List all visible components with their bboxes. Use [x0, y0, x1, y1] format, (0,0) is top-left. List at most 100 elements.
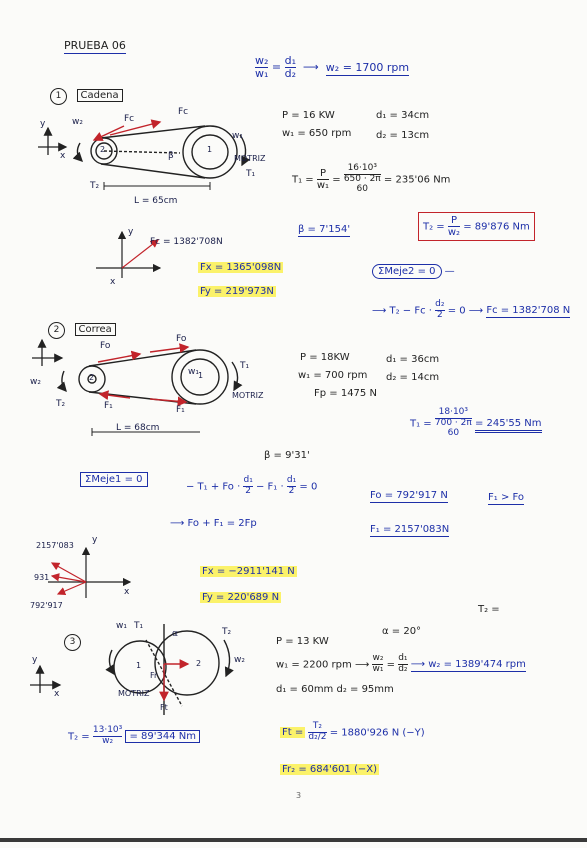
s2-w2-label: w₂ — [30, 377, 41, 387]
s2-moment-box: ΣMeje1 = 0 — [80, 472, 148, 487]
s3-w2-result: ⟶ w₂ = 1389'474 rpm — [410, 659, 526, 673]
w2-result: w₂ = 1700 rpm — [325, 60, 410, 76]
s3-t1: T₁ — [134, 621, 144, 631]
s2-fy: Fy = 220'689 N — [200, 592, 282, 603]
s2-d2: d₂ = 14cm — [386, 372, 440, 383]
s2-beta: β = 9'31' — [264, 450, 310, 461]
s1-d2: d₂ = 13cm — [376, 130, 430, 141]
s2-t1: T₁ — [240, 361, 250, 371]
s1-motriz: MOTRIZ — [234, 154, 266, 163]
chain-force-arrows — [92, 119, 162, 141]
s2-axes — [32, 338, 64, 366]
s2-vec-y: y — [92, 535, 98, 545]
gear-diagram — [105, 624, 234, 715]
s1-vec-x: x — [110, 277, 116, 287]
page-mark: 3 — [296, 791, 302, 800]
s3-diameters: d₁ = 60mm d₂ = 95mm — [276, 684, 394, 695]
s1-moment-box: ΣMeje2 = 0 — — [372, 264, 455, 279]
s1-axis-x: x — [60, 151, 66, 161]
s1-fc-result: Fc = 1382'708 N — [486, 305, 571, 319]
s2-f1-result: F₁ = 2157'083N — [370, 524, 450, 537]
s1-fy: Fy = 219'973N — [198, 286, 276, 297]
s1-w1: w₁ = 650 rpm — [282, 128, 352, 139]
s1-t2: T₂ — [90, 181, 100, 191]
page-title: PRUEBA 06 — [64, 39, 126, 54]
s3-alpha-mark: α — [172, 629, 178, 639]
s3-gear-2: 2 — [196, 659, 202, 668]
s1-pulley-2: 2 — [100, 145, 106, 154]
s3-motriz: MOTRIZ — [118, 689, 150, 698]
s3-axes — [30, 664, 62, 693]
s3-t2: T₂ — [222, 627, 232, 637]
bottom-border — [0, 838, 587, 842]
s2-f0-left: Fo — [100, 341, 111, 351]
s2-vec-v1: 2157'083 — [36, 541, 74, 550]
s1-t1: T₁ — [246, 169, 256, 179]
belt-force-arrows — [97, 343, 190, 407]
section-3-heading: 3 — [64, 634, 81, 651]
s3-ft: Ft — [160, 703, 168, 712]
s3-axis-y: y — [32, 655, 38, 665]
s1-w1-label: w₁ — [232, 131, 243, 141]
s2-f0-top: Fo — [176, 334, 187, 344]
s1-power: P = 16 KW — [282, 110, 335, 121]
s1-fc-left: Fc — [124, 114, 135, 124]
gear-force-arrows — [159, 659, 190, 702]
section-2-heading: 2 Correa — [48, 322, 116, 339]
s3-w1: w₁ — [116, 621, 127, 631]
s1-fx: Fx = 1365'098N — [198, 262, 284, 273]
s3-fr-result: Fr₂ = 684'601 (−X) — [280, 764, 380, 775]
s2-pulley-2: 2 — [89, 373, 95, 382]
section-1-heading: 1 Cadena — [50, 88, 123, 105]
s2-length-label: L = 68cm — [116, 423, 160, 433]
section-1-label: Cadena — [76, 89, 123, 102]
s1-beta: β = 7'154' — [298, 224, 351, 237]
s2-f1-left: F₁ — [104, 401, 113, 411]
s2-motriz: MOTRIZ — [232, 391, 264, 400]
s2-power: P = 18KW — [300, 352, 350, 363]
s1-beta-mark: β — [168, 151, 174, 161]
s2-fo-result: Fo = 792'917 N — [370, 490, 448, 503]
s2-d1: d₁ = 36cm — [386, 354, 440, 365]
belt-length-dim — [91, 428, 200, 436]
s1-fc-vector-label: Fc = 1382'708N — [150, 237, 223, 247]
s1-axis-y: y — [40, 119, 46, 129]
s1-vec-y: y — [128, 227, 134, 237]
s2-vec-x: x — [124, 587, 130, 597]
s2-vec-v2: 931 — [34, 573, 50, 582]
s2-f1-gt-fo: F₁ > Fo — [488, 492, 525, 505]
s2-t2: T₂ — [56, 399, 66, 409]
s1-force-vector — [96, 230, 162, 278]
s2-fp: Fp = 1475 N — [314, 388, 377, 399]
s2-fx: Fx = −2911'141 N — [200, 566, 297, 577]
s3-t2-label: T₂ = — [478, 604, 500, 615]
s2-w1: w₁ = 700 rpm — [298, 370, 368, 381]
s1-w2-label: w₂ — [72, 117, 83, 127]
section-2-label: Correa — [74, 323, 116, 336]
s3-w2: w₂ — [234, 655, 245, 665]
s2-sum-equation: ⟶ Fo + F₁ = 2Fp — [170, 518, 257, 529]
chain-diagram — [72, 125, 251, 179]
s1-pulley-1: 1 — [207, 145, 213, 154]
s3-axis-x: x — [54, 689, 60, 699]
s3-alpha: α = 20° — [382, 626, 422, 637]
s2-force-vector — [48, 546, 132, 598]
s2-vec-v3: 792'917 — [30, 601, 63, 610]
s1-d1: d₁ = 34cm — [376, 110, 430, 121]
s1-length-label: L = 65cm — [134, 196, 178, 206]
s1-fc-top: Fc — [178, 107, 189, 117]
s3-power: P = 13 KW — [276, 636, 329, 647]
s1-axes — [38, 126, 68, 155]
chain-length-dim — [103, 182, 211, 190]
s3-fr: Fr — [150, 671, 158, 680]
s2-w1-label: w₁ — [188, 367, 199, 377]
